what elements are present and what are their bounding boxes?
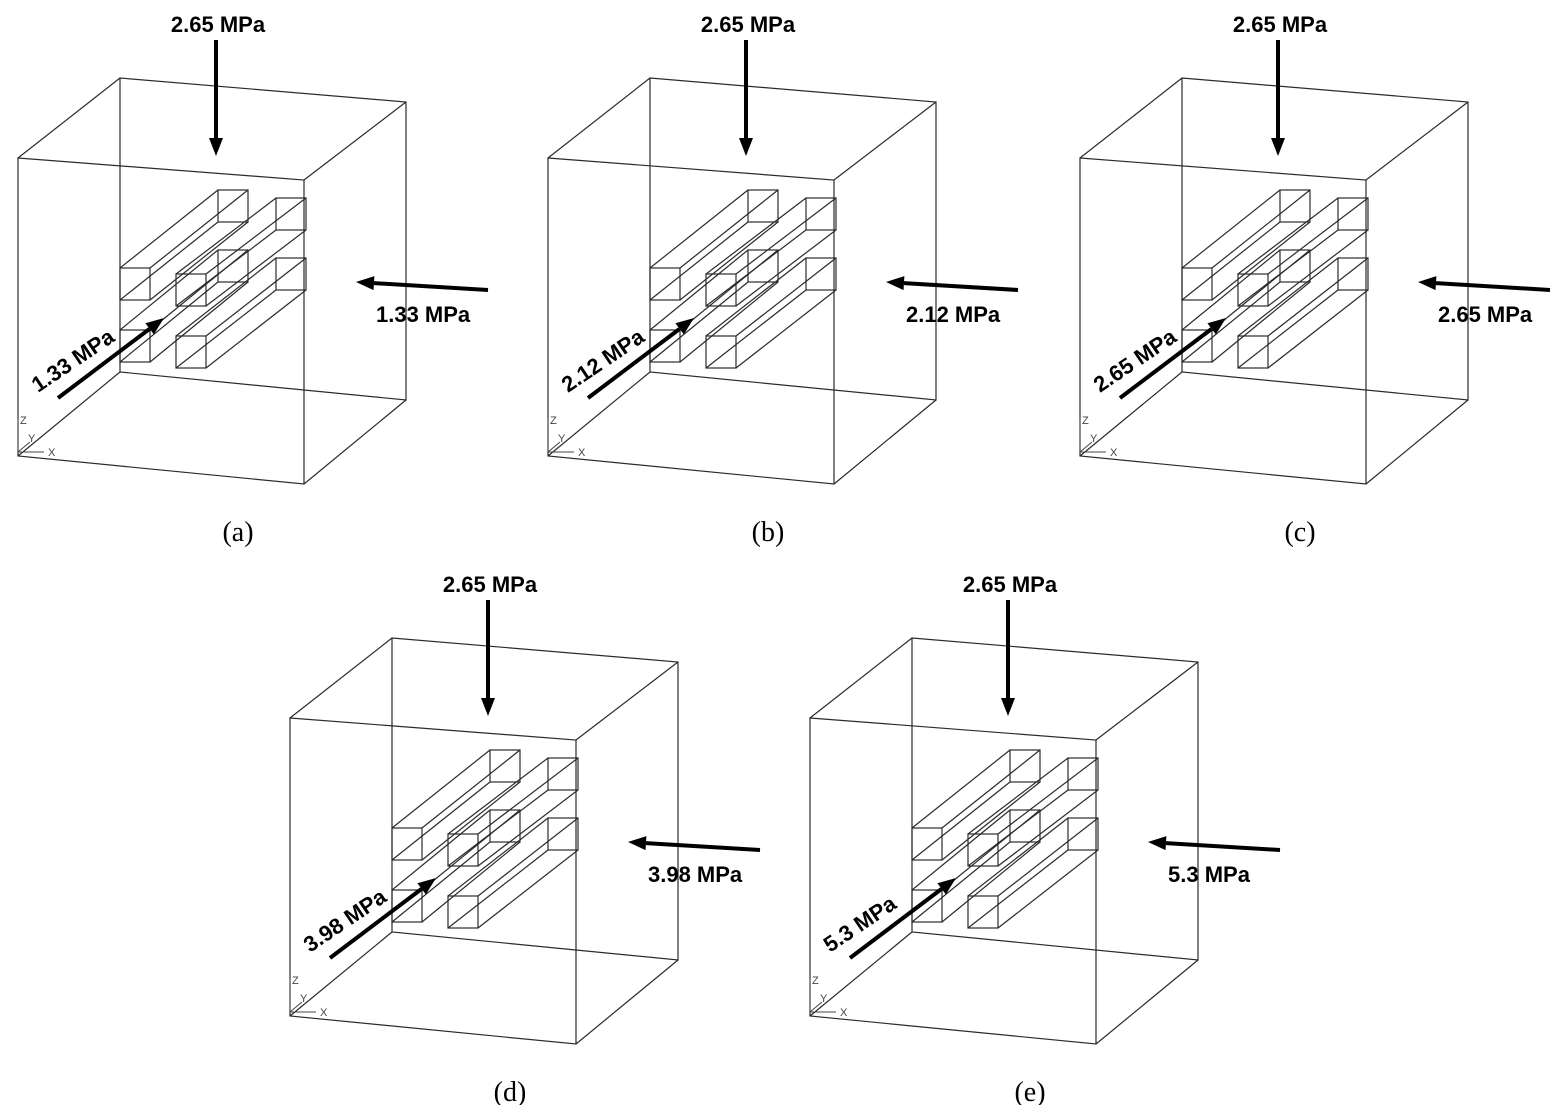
tunnel-group <box>649 189 837 369</box>
axial-load-arrow <box>56 318 164 400</box>
horizontal-load-label: 2.12 MPa <box>906 302 1001 327</box>
horizontal-load-arrow <box>356 276 489 292</box>
panel-caption: (e) <box>1014 1077 1045 1105</box>
cube-wireframe <box>1079 77 1469 485</box>
axis-triad: ZYX <box>1079 415 1118 459</box>
vertical-load-label: 2.65 MPa <box>443 572 538 597</box>
horizontal-load-arrow <box>628 836 761 852</box>
tunnel <box>119 189 249 301</box>
tunnel-group <box>1181 189 1369 369</box>
tunnel <box>391 749 521 861</box>
axis-x-label: X <box>578 447 586 459</box>
axis-z-label: Z <box>292 975 299 987</box>
panel-caption: (d) <box>494 1077 527 1105</box>
axis-z-label: Z <box>1082 415 1089 427</box>
horizontal-load-arrow <box>1148 836 1281 852</box>
horizontal-load-label: 3.98 MPa <box>648 862 743 887</box>
vertical-load-arrow <box>1271 40 1285 156</box>
axis-y-label: Y <box>28 433 36 445</box>
axis-x-label: X <box>48 447 56 459</box>
vertical-load-label: 2.65 MPa <box>701 12 796 37</box>
axial-load-arrow <box>586 318 694 400</box>
vertical-load-arrow <box>1001 600 1015 716</box>
vertical-load-label: 2.65 MPa <box>1233 12 1328 37</box>
panel-caption: (a) <box>222 517 253 548</box>
cube-wireframe <box>809 637 1199 1045</box>
axis-triad: ZYX <box>809 975 848 1019</box>
axis-y-label: Y <box>558 433 566 445</box>
axis-y-label: Y <box>1090 433 1098 445</box>
axis-y-label: Y <box>820 993 828 1005</box>
axis-triad: ZYX <box>17 415 56 459</box>
panel-caption: (c) <box>1284 517 1315 548</box>
tunnel-group <box>911 749 1099 929</box>
tunnel <box>1237 257 1369 369</box>
tunnel <box>1181 189 1311 301</box>
vertical-load-arrow <box>739 40 753 156</box>
tunnel-group <box>391 749 579 929</box>
tunnel <box>1181 249 1311 363</box>
axial-load-arrow <box>328 878 436 960</box>
tunnel <box>447 757 579 867</box>
panel-e: ZYX 2.65 MPa 5.3 MPa 5.3 MPa (e) <box>809 572 1281 1105</box>
axis-z-label: Z <box>550 415 557 427</box>
panel-caption: (b) <box>752 517 785 548</box>
axial-load-label: 5.3 MPa <box>819 890 902 957</box>
tunnel <box>175 257 307 369</box>
horizontal-load-label: 5.3 MPa <box>1168 862 1251 887</box>
axial-load-arrow <box>1118 318 1226 400</box>
tunnel <box>175 197 307 307</box>
axis-triad: ZYX <box>289 975 328 1019</box>
axis-z-label: Z <box>20 415 27 427</box>
axis-x-label: X <box>1110 447 1118 459</box>
horizontal-load-arrow <box>886 276 1019 292</box>
axis-triad: ZYX <box>547 415 586 459</box>
tunnel <box>649 249 779 363</box>
axis-x-label: X <box>320 1007 328 1019</box>
tunnel <box>911 809 1041 923</box>
horizontal-load-label: 2.65 MPa <box>1438 302 1533 327</box>
axis-z-label: Z <box>812 975 819 987</box>
axis-x-label: X <box>840 1007 848 1019</box>
tunnel <box>391 809 521 923</box>
vertical-load-arrow <box>209 40 223 156</box>
vertical-load-label: 2.65 MPa <box>171 12 266 37</box>
horizontal-load-label: 1.33 MPa <box>376 302 471 327</box>
vertical-load-label: 2.65 MPa <box>963 572 1058 597</box>
tunnel <box>649 189 779 301</box>
horizontal-load-arrow <box>1418 276 1551 292</box>
axis-y-label: Y <box>300 993 308 1005</box>
tunnel <box>447 817 579 929</box>
tunnel <box>911 749 1041 861</box>
tunnel <box>119 249 249 363</box>
axial-load-arrow <box>848 878 956 960</box>
tunnel <box>705 197 837 307</box>
tunnel-group <box>119 189 307 369</box>
tunnel <box>705 257 837 369</box>
vertical-load-arrow <box>481 600 495 716</box>
tunnel <box>967 817 1099 929</box>
